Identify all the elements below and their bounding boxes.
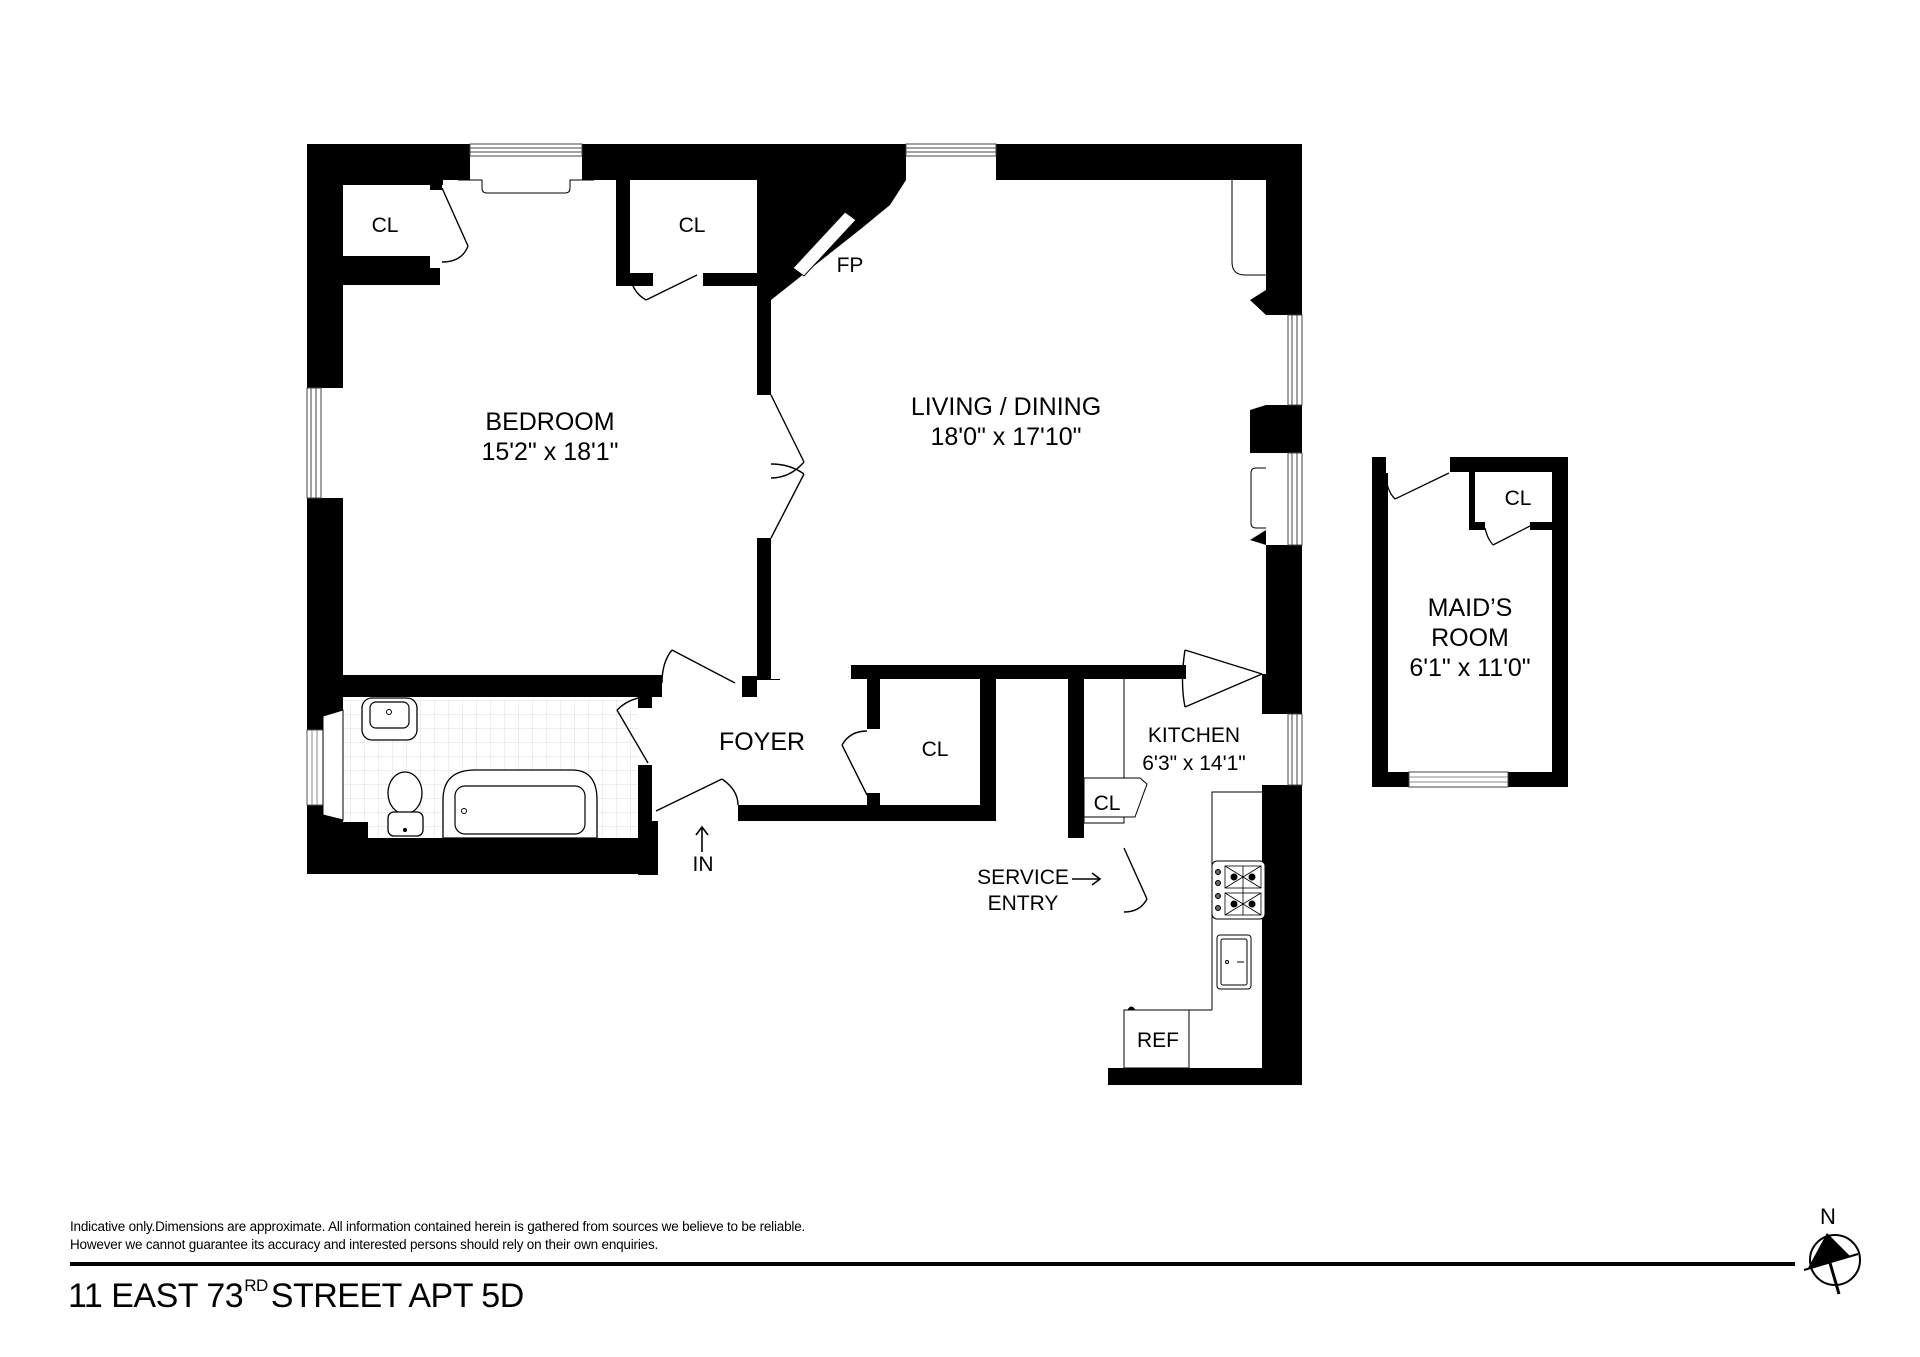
refrigerator-label: REF	[1137, 1029, 1179, 1052]
floors	[307, 144, 1302, 1068]
closet-label: CL	[1505, 487, 1532, 510]
closet-label: CL	[1094, 792, 1121, 815]
fireplace-icon	[792, 211, 857, 277]
disclaimer: Indicative only.Dimensions are approxima…	[70, 1218, 805, 1254]
bedroom-label: BEDROOM	[485, 408, 614, 436]
maids-room	[1372, 457, 1568, 788]
bedroom-dims: 15'2" x 18'1"	[481, 438, 618, 466]
closet-label: CL	[922, 738, 949, 761]
arrows	[695, 825, 1102, 886]
foyer-label: FOYER	[719, 728, 805, 756]
living-dims: 18'0" x 17'10"	[930, 423, 1081, 451]
windows	[306, 143, 1303, 786]
compass-icon	[1803, 1233, 1861, 1295]
closet-label: CL	[372, 214, 399, 237]
walls	[307, 144, 1302, 1085]
room-labels: BEDROOM 15'2" x 18'1" LIVING / DINING 18…	[372, 214, 1532, 1052]
property-address: 11 EAST 73RDSTREET APT 5D	[68, 1276, 524, 1315]
living-label: LIVING / DINING	[911, 393, 1101, 421]
bathroom	[306, 697, 648, 839]
maids-label-line2: ROOM	[1431, 624, 1509, 652]
kitchen-dims: 6'3" x 14'1"	[1142, 752, 1246, 775]
divider	[70, 1262, 1795, 1266]
kitchen-fixtures	[1083, 679, 1266, 1069]
entry-label: IN	[693, 853, 714, 876]
toilet-icon	[387, 771, 423, 815]
service-entry-label-2: ENTRY	[988, 892, 1059, 915]
disclaimer-line-2: However we cannot guarantee its accuracy…	[70, 1237, 659, 1252]
service-entry-label-1: SERVICE	[977, 866, 1069, 889]
maids-label-line1: MAID’S	[1428, 594, 1513, 622]
floor-plan: BEDROOM 15'2" x 18'1" LIVING / DINING 18…	[306, 143, 1568, 1085]
fireplace-label: FP	[837, 254, 864, 277]
maids-dims: 6'1" x 11'0"	[1409, 654, 1530, 682]
doors	[441, 187, 1263, 913]
kitchen-label: KITCHEN	[1148, 724, 1240, 747]
refrigerator-icon	[1123, 1009, 1190, 1069]
north-label: N	[1820, 1204, 1836, 1229]
disclaimer-line-1: Indicative only.Dimensions are approxima…	[70, 1219, 806, 1234]
closet-label: CL	[679, 214, 706, 237]
